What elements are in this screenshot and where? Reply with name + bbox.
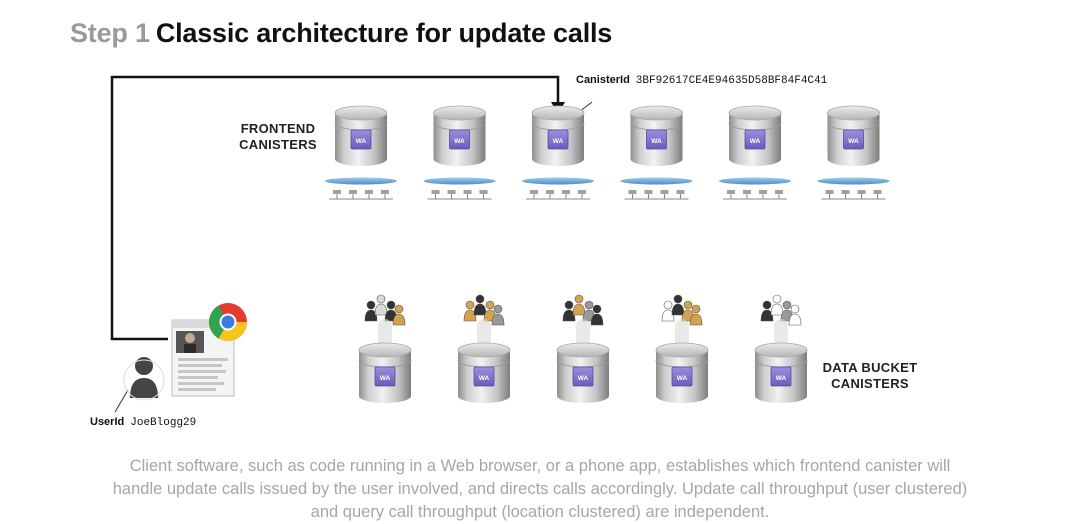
- server-node-icon: [463, 190, 472, 194]
- user-group-icon: [760, 294, 802, 326]
- canister-id-key: CanisterId: [576, 74, 630, 86]
- user-group-icon: [661, 294, 703, 326]
- wa-badge-label: WA: [848, 138, 859, 145]
- frontend-canister-icon: WA: [334, 105, 388, 166]
- server-node-icon: [743, 190, 751, 194]
- frontend-node-cluster: [423, 177, 496, 200]
- wa-badge-icon: [770, 366, 792, 387]
- server-node-icon: [825, 190, 834, 194]
- frontend-canisters-label: FRONTEND CANISTERS: [236, 121, 320, 153]
- wa-badge-label: WA: [356, 138, 367, 145]
- server-node-icon: [857, 190, 866, 194]
- server-node-icon: [546, 190, 554, 194]
- frontend-canisters-row: WA WA WA WA WA WA: [325, 105, 890, 200]
- server-node-icon: [775, 190, 783, 194]
- server-node-icon: [660, 190, 669, 194]
- server-node-icon: [349, 190, 357, 194]
- user-id-key: UserId: [90, 416, 125, 428]
- server-node-icon: [530, 190, 538, 194]
- user-silhouette-icon: [123, 357, 165, 401]
- update-call-route-line: [110, 75, 560, 341]
- data-bucket-canister-icon: WA: [754, 342, 808, 403]
- data-label-line2: CANISTERS: [831, 376, 909, 391]
- wa-badge-icon: [350, 129, 372, 150]
- server-node-icon: [381, 190, 389, 194]
- wa-badge-icon: [473, 366, 495, 387]
- wa-badge-label: WA: [479, 375, 490, 382]
- data-label-line1: DATA BUCKET: [822, 360, 918, 375]
- wa-badge-label: WA: [380, 375, 391, 382]
- wa-badge-label: WA: [553, 138, 564, 145]
- user-id-pointer: [114, 389, 129, 413]
- server-node-icon: [873, 190, 882, 194]
- wa-badge-icon: [374, 366, 396, 387]
- frontend-node-cluster: [719, 177, 791, 200]
- title-text: Classic architecture for update calls: [155, 18, 613, 48]
- step-number: Step 1: [70, 18, 150, 48]
- frontend-node-cluster: [817, 177, 890, 200]
- frontend-label-line1: FRONTEND: [240, 121, 316, 136]
- frontend-canister-icon: WA: [827, 105, 880, 166]
- data-bucket-canister-icon: WA: [358, 342, 412, 403]
- user-group-icon: [364, 294, 406, 326]
- data-bucket-canisters-label: DATA BUCKET CANISTERS: [820, 360, 920, 392]
- wa-badge-icon: [671, 366, 693, 387]
- canister-id-label: CanisterId 3BF92617CE4E94635D58BF84F4C41: [576, 74, 827, 87]
- server-node-icon: [676, 190, 685, 194]
- server-node-icon: [562, 190, 570, 194]
- data-bucket-canister-icon: WA: [457, 342, 511, 403]
- wa-badge-label: WA: [776, 375, 787, 382]
- frontend-canister-icon: WA: [728, 105, 782, 166]
- user-group-icon: [463, 294, 505, 326]
- server-node-icon: [727, 190, 735, 194]
- server-node-icon: [479, 190, 488, 194]
- frontend-node-cluster: [522, 177, 594, 200]
- canister-id-value: 3BF92617CE4E94635D58BF84F4C41: [635, 75, 828, 87]
- data-bucket-canisters-row: WA WA WA WA WA: [358, 294, 808, 403]
- frontend-node-cluster: [325, 177, 397, 200]
- server-node-icon: [578, 190, 586, 194]
- wa-badge-label: WA: [750, 138, 761, 145]
- frontend-canister-icon: WA: [433, 105, 486, 166]
- user-group-icon: [562, 294, 604, 326]
- server-node-icon: [447, 190, 456, 194]
- wa-badge-label: WA: [578, 375, 589, 382]
- server-node-icon: [628, 190, 637, 194]
- wa-badge-icon: [547, 129, 569, 150]
- user-id-value: JoeBlogg29: [130, 417, 197, 429]
- wa-badge-icon: [843, 129, 864, 150]
- wa-badge-icon: [744, 129, 766, 150]
- server-node-icon: [365, 190, 373, 194]
- chrome-icon: [209, 303, 247, 341]
- wa-badge-icon: [449, 129, 470, 150]
- server-node-icon: [841, 190, 850, 194]
- server-node-icon: [759, 190, 767, 194]
- data-bucket-canister-icon: WA: [655, 342, 709, 403]
- user-id-label: UserId JoeBlogg29: [90, 416, 196, 429]
- diagram-caption: Client software, such as code running in…: [112, 457, 968, 521]
- data-bucket-canister-icon: WA: [556, 342, 610, 403]
- wa-badge-label: WA: [651, 138, 662, 145]
- wa-badge-icon: [572, 366, 594, 387]
- frontend-node-cluster: [620, 177, 693, 200]
- frontend-canister-icon: WA: [630, 105, 683, 166]
- frontend-canister-icon: WA: [531, 105, 585, 166]
- server-node-icon: [644, 190, 653, 194]
- wa-badge-label: WA: [454, 138, 465, 145]
- wa-badge-label: WA: [677, 375, 688, 382]
- server-node-icon: [333, 190, 341, 194]
- architecture-diagram: WA WA WA WA WA WA WA WA WA WA WA: [110, 75, 890, 413]
- wa-badge-icon: [646, 129, 667, 150]
- server-node-icon: [431, 190, 440, 194]
- frontend-label-line2: CANISTERS: [239, 137, 317, 152]
